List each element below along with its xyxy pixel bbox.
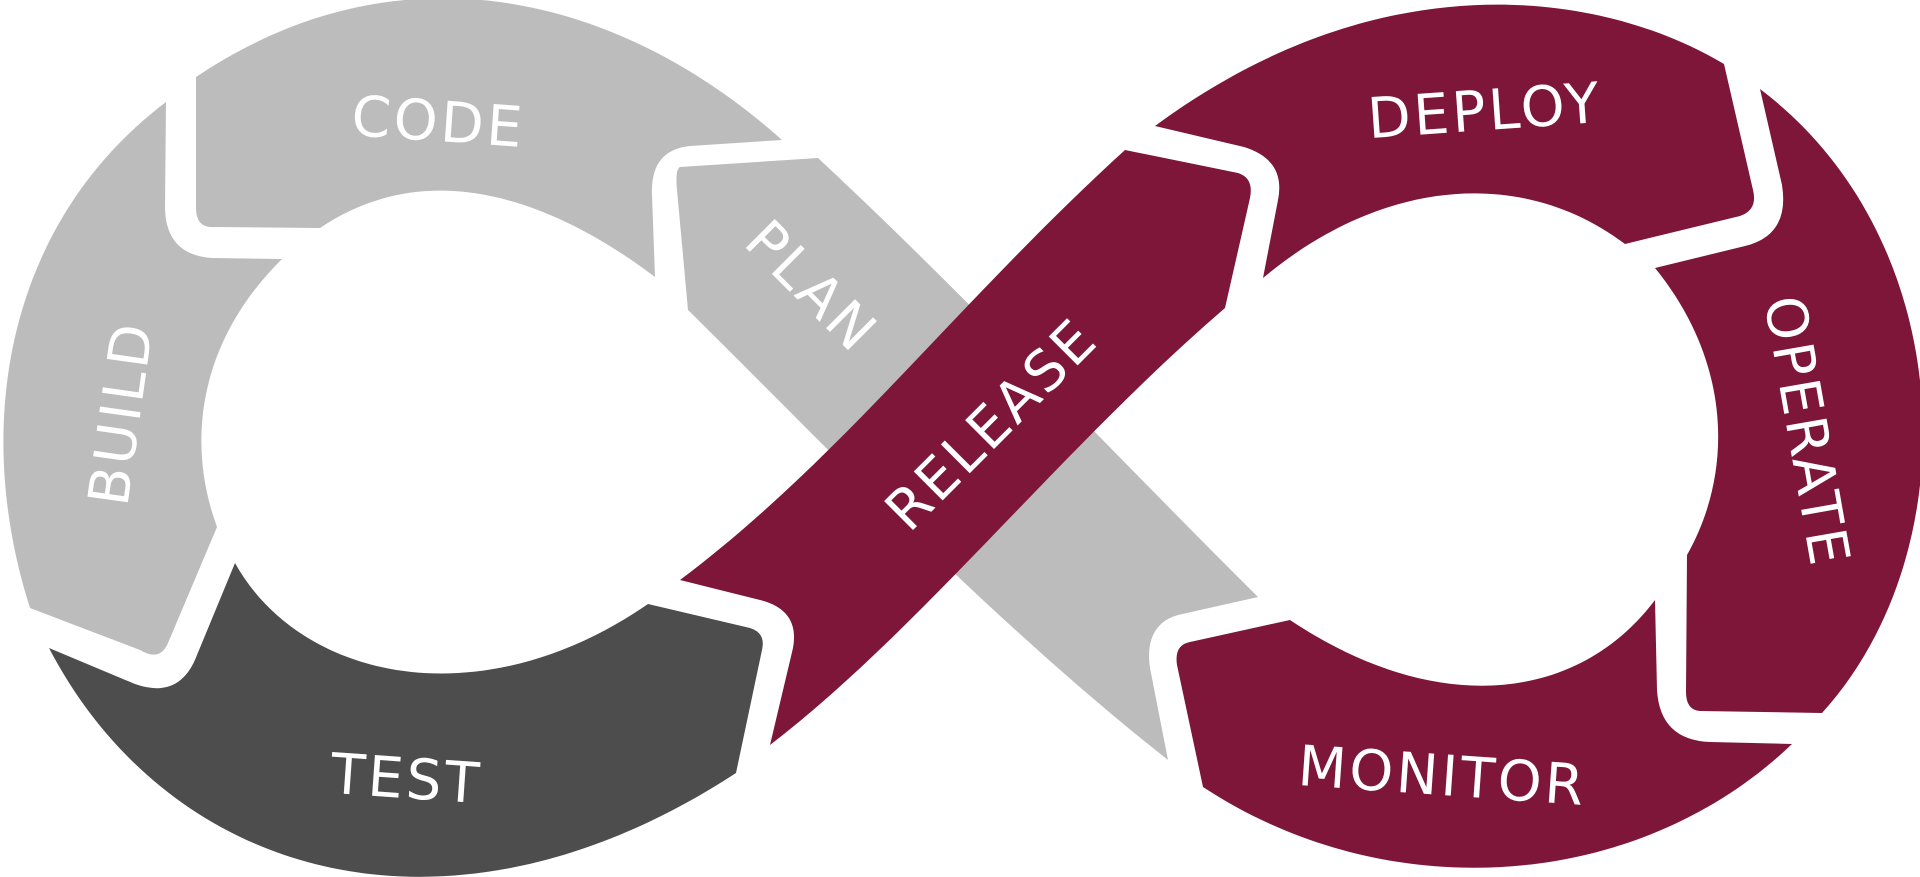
- test-label: TEST: [328, 742, 485, 817]
- monitor-segment: [1176, 600, 1792, 868]
- build-segment: [3, 102, 283, 655]
- test-segment: [49, 563, 763, 877]
- deploy-segment: [1155, 4, 1755, 278]
- operate-segment: [1655, 89, 1920, 713]
- release-segment: [680, 150, 1251, 745]
- code-label: CODE: [349, 84, 527, 161]
- code-segment: [196, 0, 782, 277]
